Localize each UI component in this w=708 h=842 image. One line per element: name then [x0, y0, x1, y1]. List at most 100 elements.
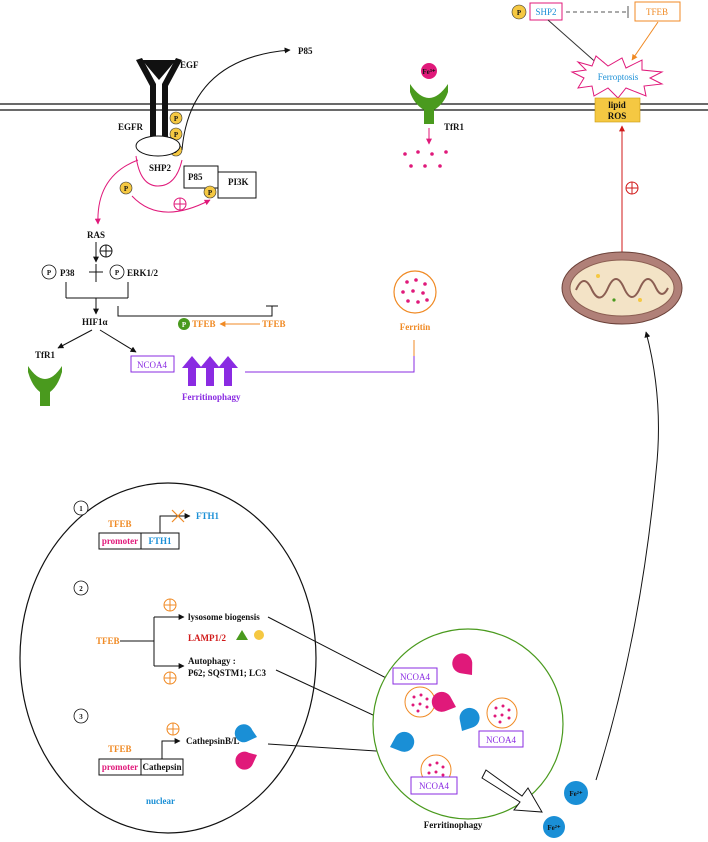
triangle-icon — [236, 630, 248, 640]
svg-text:SHP2: SHP2 — [535, 7, 556, 17]
iron-dots — [403, 150, 448, 168]
egf-ligand-icon — [142, 60, 176, 80]
svg-text:nuclear: nuclear — [146, 796, 175, 806]
svg-text:Ferroptosis: Ferroptosis — [598, 72, 639, 82]
phospho-badge — [109, 264, 125, 280]
svg-text:TfR1: TfR1 — [444, 122, 464, 132]
ncoa4-box — [478, 730, 524, 748]
svg-text:NCOA4: NCOA4 — [419, 781, 450, 791]
svg-text:P: P — [174, 115, 179, 123]
svg-text:lysosome biogensis: lysosome biogensis — [188, 612, 260, 622]
svg-text:Fe²⁺: Fe²⁺ — [547, 824, 560, 832]
svg-text:P85: P85 — [298, 46, 313, 56]
transferrin-uptake: Fe³⁺ TfR1 — [403, 63, 464, 168]
cathepsin-l-icon — [235, 751, 257, 770]
egfr-receptor: EGF EGFR P P P SHP2 P P85 P85 PI3K P — [94, 46, 313, 225]
plus-icon — [166, 722, 180, 736]
phospho-badge — [511, 4, 527, 20]
fe2-ion — [564, 781, 588, 805]
phospho-badge — [169, 111, 183, 125]
phospho-badge — [178, 318, 190, 330]
release-arrow-icon — [481, 769, 543, 813]
svg-text:FTH1: FTH1 — [196, 511, 220, 521]
cathepsin-b-icon — [234, 724, 257, 743]
phospho-badge — [203, 185, 217, 199]
cell-membrane — [0, 103, 708, 111]
mitochondrion-icon — [561, 251, 683, 325]
cathepsin-b-icon — [459, 707, 480, 731]
ras-cascade: RAS P P38 P ERK1/2 HIF1α TfR1 NCOA4 — [28, 230, 415, 406]
tfeb-box-top — [634, 1, 681, 22]
svg-text:RAS: RAS — [87, 230, 105, 240]
svg-text:NCOA4: NCOA4 — [137, 360, 168, 370]
upregulation-arrows-icon — [182, 356, 238, 386]
svg-text:PI3K: PI3K — [228, 177, 249, 187]
svg-text:P85: P85 — [188, 172, 203, 182]
svg-text:promoter: promoter — [102, 536, 138, 546]
plus-icon — [163, 598, 177, 612]
svg-text:TFEB: TFEB — [646, 7, 668, 17]
plus-icon — [99, 244, 113, 258]
svg-text:TFEB: TFEB — [192, 319, 216, 329]
svg-text:ROS: ROS — [608, 111, 627, 121]
phospho-badge — [119, 181, 133, 195]
svg-text:P: P — [47, 269, 52, 277]
cathepsin-b-icon — [390, 731, 415, 752]
svg-text:EGFR: EGFR — [118, 122, 144, 132]
svg-text:P: P — [115, 269, 120, 277]
svg-text:3: 3 — [79, 713, 83, 721]
svg-text:1: 1 — [79, 505, 83, 513]
svg-text:Autophagy :: Autophagy : — [188, 656, 236, 666]
tfr1-receptor-icon — [28, 366, 62, 404]
plus-icon — [625, 181, 639, 195]
fe2-ions: Fe²⁺ Fe²⁺ — [543, 781, 588, 838]
svg-text:P: P — [182, 321, 187, 329]
svg-text:CathepsinB/L: CathepsinB/L — [186, 736, 240, 746]
svg-text:LAMP1/2: LAMP1/2 — [188, 633, 226, 643]
cathepsin-l-icon — [452, 653, 473, 675]
svg-text:promoter: promoter — [102, 762, 138, 772]
svg-text:Ferritinophagy: Ferritinophagy — [182, 392, 241, 402]
svg-text:P62; SQSTM1; LC3: P62; SQSTM1; LC3 — [188, 668, 267, 678]
svg-text:HIF1α: HIF1α — [82, 317, 108, 327]
svg-text:ERK1/2: ERK1/2 — [127, 268, 159, 278]
ncoa4-box — [410, 776, 458, 795]
plus-icon — [163, 671, 177, 685]
phospho-badge — [41, 264, 57, 280]
svg-text:NCOA4: NCOA4 — [486, 735, 517, 745]
svg-text:P: P — [124, 185, 129, 193]
shp2-box-top — [529, 2, 563, 21]
svg-text:P: P — [208, 189, 213, 197]
svg-text:P38: P38 — [60, 268, 75, 278]
svg-text:Fe³⁺: Fe³⁺ — [422, 68, 435, 76]
svg-text:TFEB: TFEB — [96, 636, 120, 646]
svg-text:Ferritin: Ferritin — [400, 322, 431, 332]
svg-text:TFEB: TFEB — [108, 744, 132, 754]
lipid-ros-box — [594, 97, 641, 123]
svg-text:lipid: lipid — [608, 100, 626, 110]
svg-text:NCOA4: NCOA4 — [400, 672, 431, 682]
svg-text:TfR1: TfR1 — [35, 350, 55, 360]
svg-text:Fe²⁺: Fe²⁺ — [569, 790, 582, 798]
tfr1-receptor-icon — [410, 84, 448, 124]
circle-icon — [254, 630, 264, 640]
ferroptosis-burst — [570, 55, 664, 99]
svg-text:SHP2: SHP2 — [149, 163, 172, 173]
cathepsin-l-icon — [431, 691, 456, 712]
plus-icon — [173, 197, 187, 211]
top-right-regulation: P SHP2 TFEB Ferroptosis lipid ROS — [511, 1, 681, 258]
svg-text:TFEB: TFEB — [262, 319, 286, 329]
svg-text:P: P — [174, 131, 179, 139]
svg-text:P: P — [517, 9, 522, 17]
svg-text:TFEB: TFEB — [108, 519, 132, 529]
svg-text:Cathepsin: Cathepsin — [142, 762, 181, 772]
ncoa4-box — [130, 355, 175, 373]
fe2-ion — [543, 816, 565, 838]
nucleus: 1 TFEB promoter FTH1 FTH1 2 TFEB lysosom… — [19, 482, 317, 834]
svg-text:Ferritinophagy: Ferritinophagy — [424, 820, 483, 830]
svg-text:FTH1: FTH1 — [148, 536, 172, 546]
ncoa4-box — [392, 667, 438, 685]
lysosome: NCOA4 NCOA4 NCOA4 Ferritinophagy — [372, 628, 564, 830]
ferritin: Ferritin — [393, 270, 437, 332]
